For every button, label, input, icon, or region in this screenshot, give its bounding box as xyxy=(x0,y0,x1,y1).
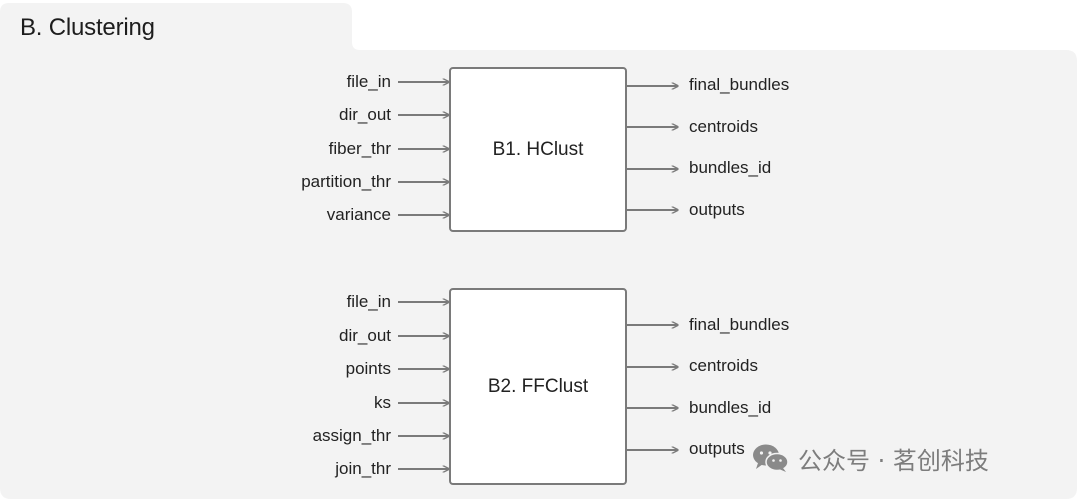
hclust-output-bundles-id: bundles_id xyxy=(689,158,772,177)
hclust-module-name: B1. HClust xyxy=(492,138,584,160)
ffclust-input-points: points xyxy=(345,359,391,378)
watermark: 公众号 · 茗创科技 xyxy=(752,440,989,476)
hclust-output-centroids: centroids xyxy=(689,117,758,136)
hclust-output-outputs: outputs xyxy=(689,200,745,219)
ffclust-input-file-in: file_in xyxy=(346,292,391,311)
ffclust-input-assign-thr: assign_thr xyxy=(312,426,391,445)
hclust-module-box: B1. HClust xyxy=(449,67,627,232)
hclust-output-final-bundles: final_bundles xyxy=(689,75,790,94)
ffclust-module-name: B2. FFClust xyxy=(487,375,589,397)
panel-title: B. Clustering xyxy=(20,14,155,41)
hclust-input-dir-out: dir_out xyxy=(339,105,391,124)
hclust-input-fiber-thr: fiber_thr xyxy=(328,139,391,158)
watermark-text: 公众号 · 茗创科技 xyxy=(798,446,989,475)
ffclust-input-ks: ks xyxy=(374,393,391,412)
ffclust-output-outputs: outputs xyxy=(689,439,745,458)
ffclust-module-box: B2. FFClust xyxy=(449,288,627,485)
ffclust-output-centroids: centroids xyxy=(689,356,758,375)
ffclust-output-final-bundles: final_bundles xyxy=(689,315,790,334)
ffclust-input-dir-out: dir_out xyxy=(339,326,391,345)
hclust-input-partition-thr: partition_thr xyxy=(301,172,391,191)
wechat-logo-icon xyxy=(753,444,789,472)
ffclust-input-join-thr: join_thr xyxy=(335,459,391,478)
hclust-input-file-in: file_in xyxy=(346,72,391,91)
hclust-input-variance: variance xyxy=(326,205,391,224)
ffclust-output-bundles-id: bundles_id xyxy=(689,398,772,417)
